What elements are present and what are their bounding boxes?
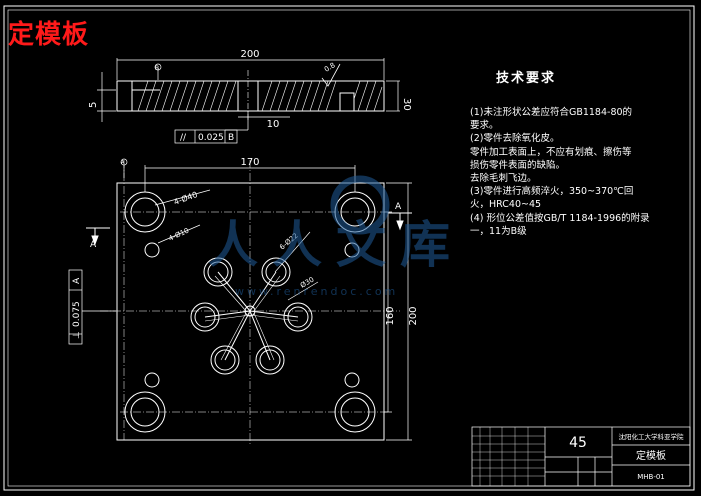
section-marker-left: A: [90, 240, 97, 250]
plan-dimensions: [68, 158, 412, 441]
tech-line: 火，HRC40~45: [470, 199, 542, 211]
dim-200-vertical: 200: [408, 306, 419, 325]
section-dimensions: [97, 58, 400, 144]
technical-requirements: 技术要求 (1)未注形状公差应符合GB1184-80的 要求。 (2)零件去除氧…: [470, 72, 670, 238]
title-block-part-name: 定模板: [636, 449, 666, 462]
datum-b-label: B: [155, 65, 159, 72]
dim-160: 160: [385, 306, 396, 325]
section-view: [116, 70, 385, 120]
section-marker-right: A: [395, 202, 402, 212]
parallel-value: 0.025: [198, 133, 224, 143]
title-block-code: MHB-01: [637, 473, 665, 481]
perp-symbol: ⊥: [72, 331, 82, 339]
technical-requirements-heading: 技术要求: [496, 71, 557, 86]
parallel-datum: B: [228, 133, 234, 143]
tech-line: (1)未注形状公差应符合GB1184-80的: [470, 107, 633, 118]
datum-a-label: A: [121, 160, 125, 166]
roughness-value: 0.8: [323, 61, 337, 73]
tech-line: 要求。: [470, 120, 499, 132]
tech-line: 一，11为B级: [470, 225, 527, 237]
dim-10: 10: [267, 119, 280, 130]
tech-line: (2)零件去除氧化皮。: [470, 133, 560, 145]
tech-line: 去除毛刺飞边。: [470, 173, 537, 185]
parallel-symbol: //: [180, 133, 187, 143]
watermark-text: 人人文库: [208, 216, 464, 274]
roughness-symbol: [321, 63, 341, 87]
tech-line: (3)零件进行高频淬火，350~370℃回: [470, 186, 634, 198]
dim-170: 170: [240, 157, 259, 168]
watermark: 人人文库 www.renrendoc.com: [208, 175, 464, 298]
plan-view: [100, 160, 400, 445]
drawing-border: [3, 5, 695, 491]
inner-frame: [7, 9, 691, 487]
dim-5: 5: [88, 102, 99, 108]
dim-200: 200: [240, 49, 259, 60]
tech-line: 损伤零件表面的缺陷。: [470, 159, 566, 171]
watermark-url: www.renrendoc.com: [235, 285, 398, 298]
dim-30: 30: [401, 98, 412, 111]
tech-line: 零件加工表面上，不应有划痕、擦伤等: [470, 146, 632, 158]
label-big-holes: 4-Ø40: [172, 189, 198, 207]
section-markers: [86, 212, 412, 246]
perp-datum: A: [72, 277, 82, 284]
label-small-holes: 4-Ø10: [167, 227, 190, 243]
tech-line: (4) 形位公差值按GB/T 1184-1996的附录: [470, 212, 650, 224]
perp-value: 0.075: [72, 301, 82, 327]
title-block: [471, 426, 691, 487]
title-block-company: 沈阳化工大学科亚学院: [619, 432, 685, 441]
drawing-title: 定模板: [8, 20, 90, 50]
title-block-number: 45: [569, 435, 587, 451]
